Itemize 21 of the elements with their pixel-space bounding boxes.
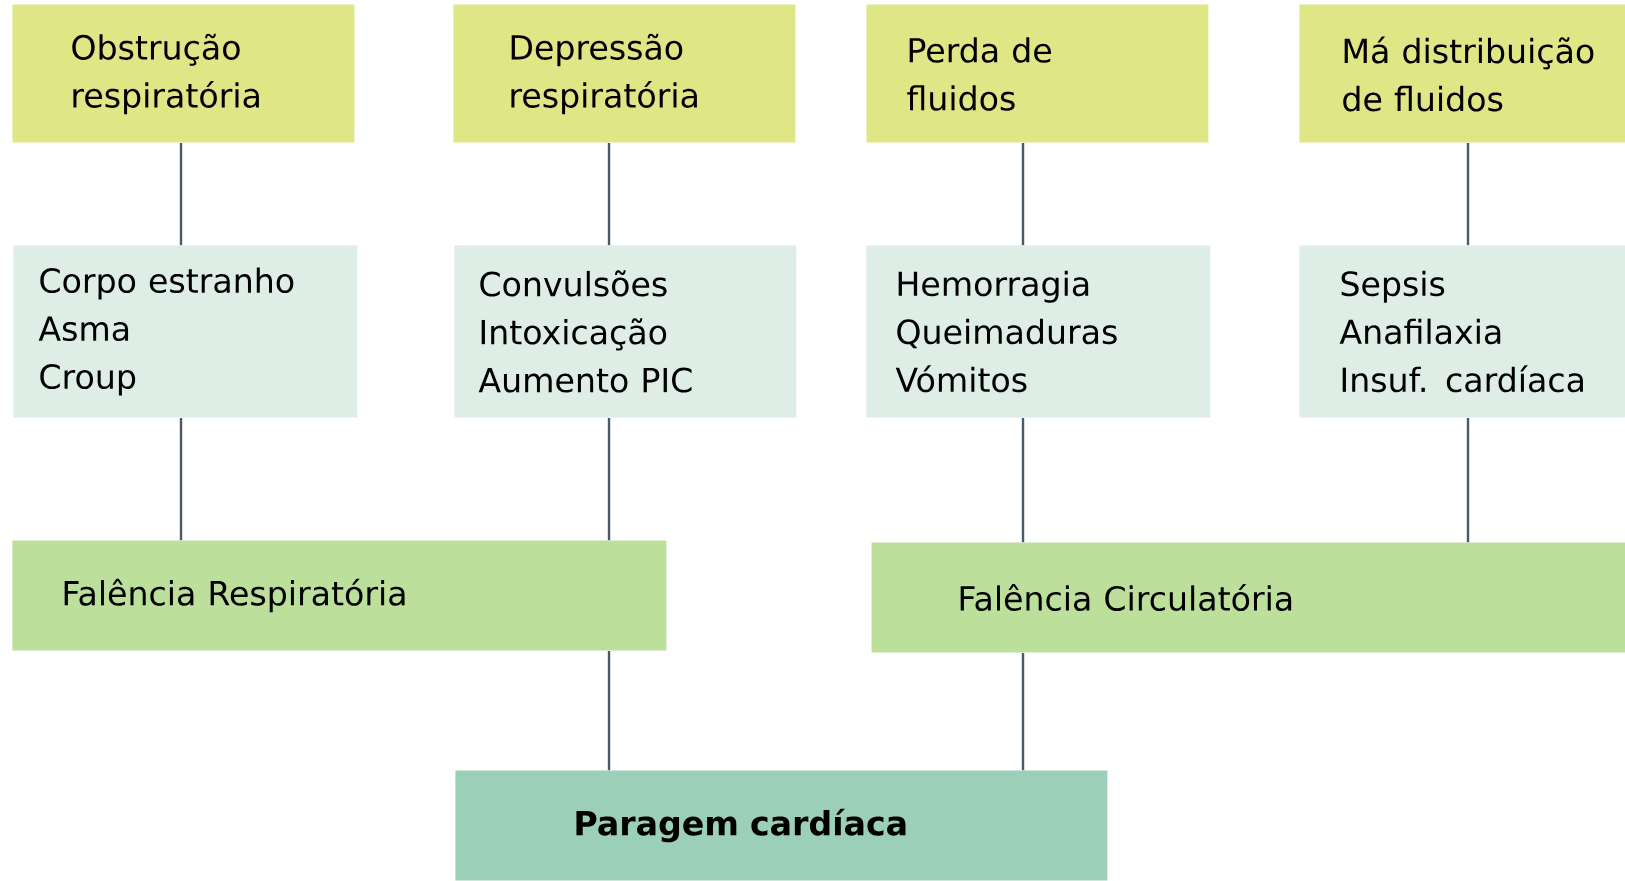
- condition-box: Hemorragia Queimaduras Vómitos: [866, 245, 1211, 418]
- condition-box: Sepsis Anafilaxia Insuf. cardíaca: [1299, 245, 1625, 418]
- connector-line: [1021, 418, 1025, 543]
- cause-box: Depressão respiratória: [453, 4, 796, 143]
- connector-line: [1466, 143, 1470, 246]
- outcome-box: Paragem cardíaca: [455, 770, 1108, 881]
- cause-box: Má distribuição de fluidos: [1299, 4, 1625, 143]
- connector-line: [179, 418, 183, 541]
- condition-box: Corpo estranho Asma Croup: [13, 245, 358, 418]
- connector-line: [607, 143, 611, 246]
- connector-line: [607, 418, 611, 541]
- connector-line: [607, 651, 611, 771]
- cause-box: Perda de fluidos: [866, 4, 1209, 143]
- failure-box: Falência Respiratória: [12, 540, 667, 651]
- condition-box: Convulsões Intoxicação Aumento PIC: [454, 245, 797, 418]
- connector-line: [1021, 653, 1025, 771]
- connector-line: [179, 143, 183, 246]
- cause-box: Obstrução respiratória: [12, 4, 355, 143]
- connector-line: [1021, 143, 1025, 246]
- connector-line: [1466, 418, 1470, 543]
- failure-box: Falência Circulatória: [871, 542, 1625, 653]
